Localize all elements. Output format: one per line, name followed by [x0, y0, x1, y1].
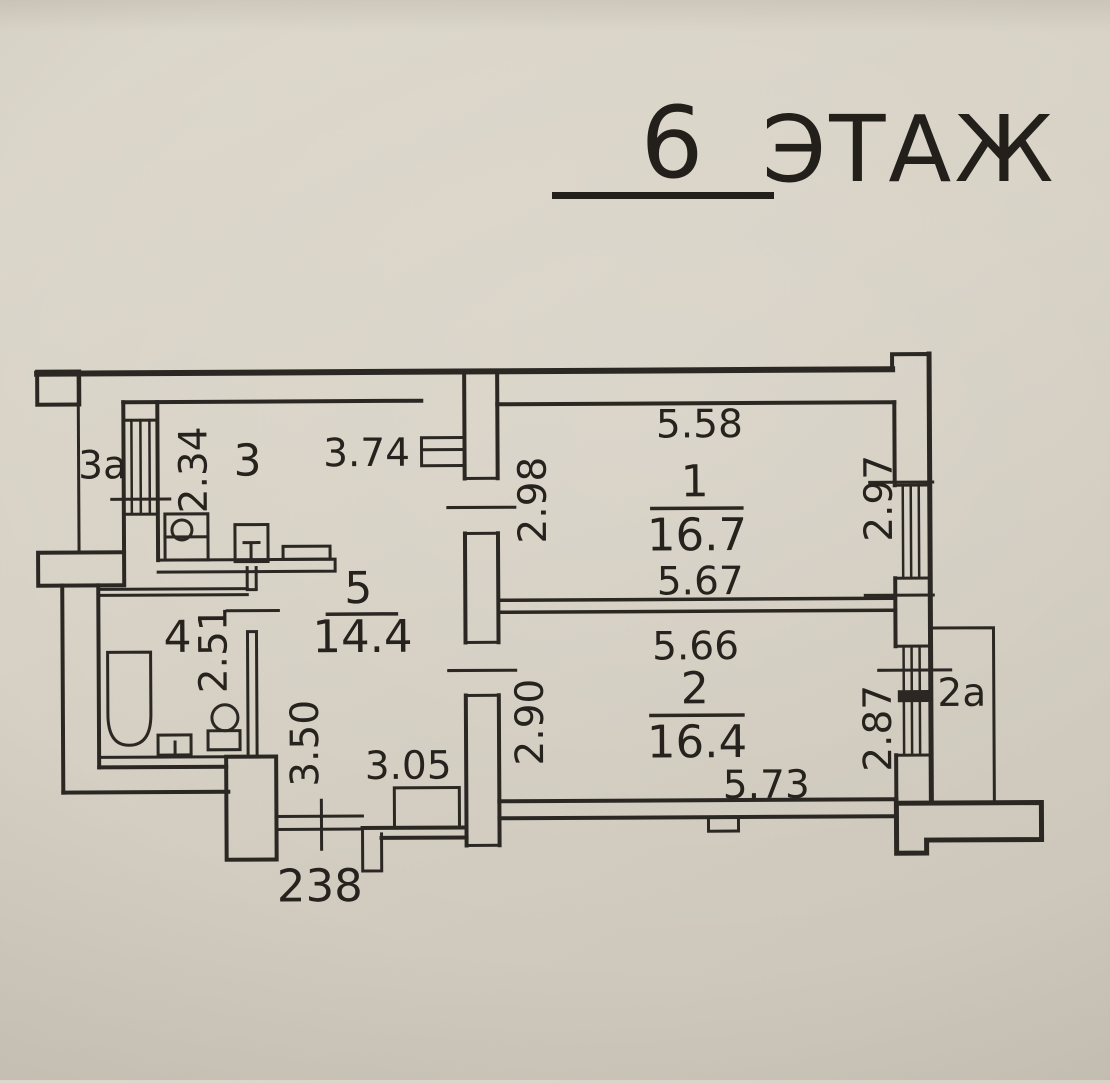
- room5-id: 5: [344, 563, 372, 614]
- wall-block-left: [38, 552, 124, 585]
- wall-block-top-right: [892, 354, 929, 369]
- room1-id: 1: [681, 456, 709, 507]
- wall-room2-bottom: [499, 799, 896, 818]
- dim-room2-bottom: 5.73: [723, 763, 810, 808]
- wall-bathroom-top: [98, 589, 247, 596]
- dim-room1-left: 2.98: [511, 457, 556, 544]
- wall-kitchen-top-inner: [123, 401, 421, 403]
- room3a-id: 3a: [78, 443, 127, 488]
- dim-bathroom-width: 2.51: [191, 606, 236, 693]
- room4-id: 4: [163, 612, 191, 663]
- window-room2-sill-black: [898, 690, 929, 702]
- dim-hall-height: 3.50: [283, 700, 328, 787]
- entry-stub-wall: [363, 829, 382, 871]
- entry-threshold: [276, 816, 362, 829]
- kitchen-counter-shelf: [283, 546, 330, 559]
- dim-room1-bottom: 5.67: [657, 559, 744, 604]
- wall-bathroom-bottom: [99, 757, 226, 758]
- dim-kitchen-width: 3.74: [323, 431, 410, 476]
- dim-room1-right: 2.97: [857, 455, 902, 542]
- central-wall-right-line: [497, 371, 499, 845]
- vent-shaft: [421, 437, 464, 465]
- labels: 5.58 1 16.7 5.67 2.98 2.97 5.66 2 16.4 5…: [78, 401, 987, 914]
- wall-block-bottom-right: [896, 802, 1041, 853]
- room2a-id: 2a: [937, 671, 986, 716]
- window-room1-hatch: [903, 485, 919, 578]
- wall-vestibule: [226, 756, 277, 859]
- kitchen-faucet-icon: [244, 543, 259, 558]
- dim-room2-right: 2.87: [856, 685, 901, 772]
- wall-bottom-left: [63, 767, 228, 793]
- room1-area: 16.7: [647, 508, 747, 562]
- room5-area: 14.4: [312, 610, 412, 664]
- dim-room2-left: 2.90: [508, 679, 553, 766]
- room2-area: 16.4: [647, 715, 747, 769]
- toilet-tank: [212, 705, 238, 731]
- toilet-bowl: [208, 731, 240, 750]
- central-wall-opening-caps: [465, 478, 500, 845]
- dim-hall-width: 3.05: [365, 744, 452, 789]
- dim-room1-top: 5.58: [656, 402, 743, 447]
- bathtub: [108, 652, 151, 745]
- hall-closet: [394, 788, 459, 828]
- room3-id: 3: [233, 436, 261, 487]
- dim-entry-width: 238: [277, 859, 363, 912]
- wall-left-lower: [62, 585, 99, 792]
- room2-id: 2: [681, 663, 709, 714]
- dim-kitchen-window: 2.34: [171, 426, 216, 513]
